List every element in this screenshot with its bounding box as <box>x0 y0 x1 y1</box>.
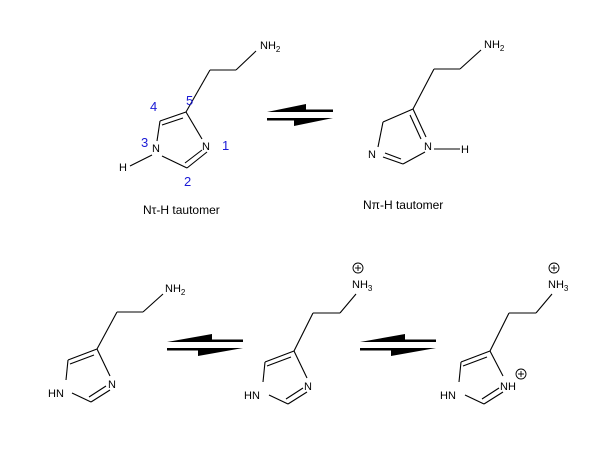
position-number-2: 2 <box>184 174 191 189</box>
hydrogen-label: H <box>119 162 127 174</box>
amine-label: NH2 <box>260 40 281 54</box>
protonated-ring-nh-label: NH <box>500 381 516 393</box>
ring-nitrogen-label: N <box>304 381 312 393</box>
amine-label: NH2 <box>484 39 505 53</box>
ring-nh-label: HN <box>440 390 456 402</box>
molecule-neutral-histamine: NH2 HN N <box>48 283 186 403</box>
position-number-4: 4 <box>150 99 157 114</box>
position-number-5: 5 <box>186 93 193 108</box>
ammonium-label: NH3 <box>352 279 373 293</box>
ring-nh-label: HN <box>244 390 260 402</box>
caption-pi-tautomer: Nπ-H tautomer <box>363 198 443 212</box>
ring-nitrogen-3: N <box>152 143 160 155</box>
molecule-tau-tautomer: NH2 N N H 1 2 3 4 5 Nτ-H tautomer <box>119 40 281 217</box>
molecule-ammonium-histamine: NH3 HN N <box>244 262 373 405</box>
molecule-dication-histamine: NH3 HN NH <box>440 262 569 405</box>
equilibrium-arrow-3 <box>360 334 436 356</box>
ring-nh-label: HN <box>48 388 64 400</box>
molecule-pi-tautomer: NH2 N N H Nπ-H tautomer <box>363 39 505 212</box>
equilibrium-arrow-1 <box>267 104 333 126</box>
equilibrium-arrow-2 <box>167 334 243 356</box>
ring-nitrogen-left: N <box>368 149 376 161</box>
ring-nitrogen-1: N <box>202 141 210 153</box>
caption-tau-tautomer: Nτ-H tautomer <box>143 203 220 217</box>
position-number-1: 1 <box>222 138 229 153</box>
charge-plus-icon <box>548 262 560 274</box>
charge-plus-icon <box>515 368 527 380</box>
hydrogen-label: H <box>461 144 469 156</box>
ammonium-label: NH3 <box>548 279 569 293</box>
amine-label: NH2 <box>165 283 186 297</box>
charge-plus-icon <box>352 262 364 274</box>
ring-nitrogen-right: N <box>424 141 432 153</box>
position-number-3: 3 <box>141 135 148 150</box>
ring-nitrogen-label: N <box>108 379 116 391</box>
